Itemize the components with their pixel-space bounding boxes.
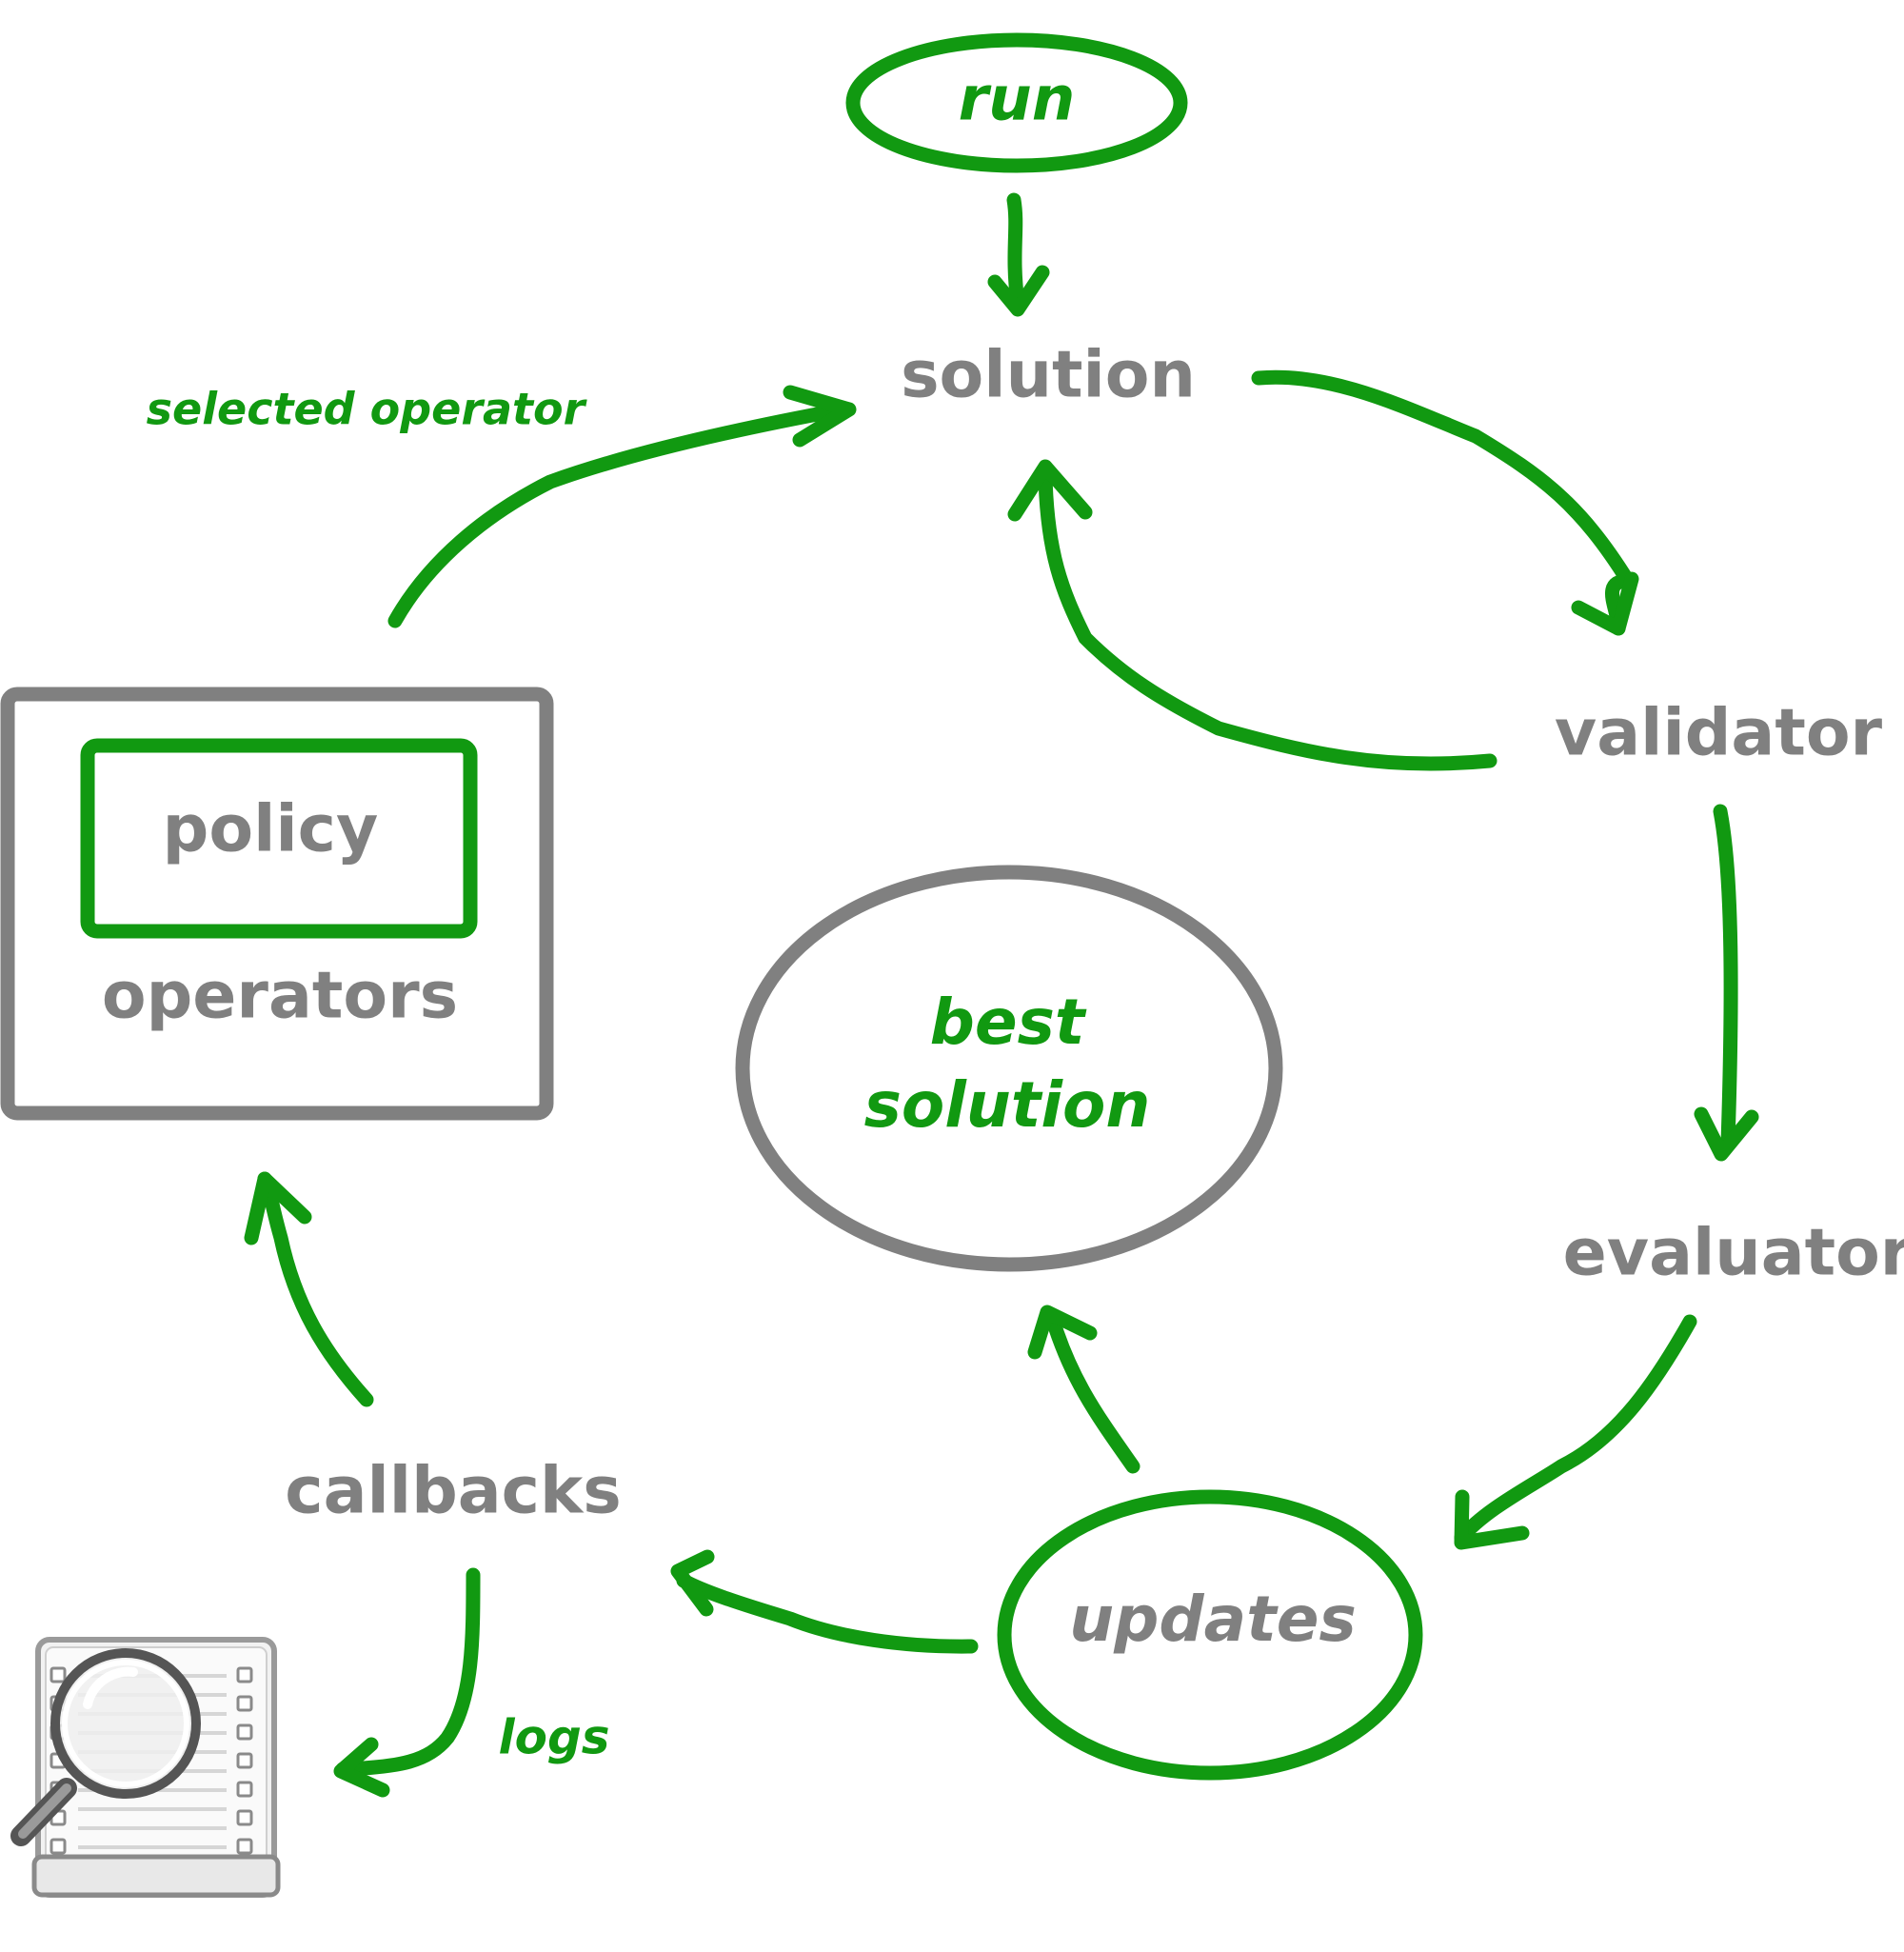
arrow-updates-to-callbacks (670, 1549, 979, 1654)
arrow-callbacks-to-operators (244, 1171, 374, 1407)
log-viewer-icon (10, 1637, 281, 1898)
arrow-operators-to-solution (387, 385, 857, 628)
policy-box (80, 738, 478, 939)
best-solution-ellipse (735, 865, 1283, 1272)
selected-operator-label: selected operator (147, 384, 588, 435)
validator-label: validator (1555, 696, 1883, 771)
logs-label: logs (498, 1710, 609, 1765)
operators-box (0, 687, 554, 1121)
arrow-validator-to-evaluator (1694, 804, 1759, 1162)
run-label: run (959, 65, 1076, 135)
updates-node-ellipse (997, 1489, 1423, 1781)
arrow-evaluator-to-updates (1454, 1314, 1697, 1550)
arrow-updates-to-best-solution (1027, 1305, 1140, 1474)
best-solution-label-line2: solution (864, 1068, 1151, 1142)
run-node-ellipse (845, 32, 1188, 173)
solution-label: solution (901, 338, 1196, 413)
magnifier-glass (10, 1648, 201, 1846)
arrow-callbacks-to-logs (333, 1567, 481, 1798)
arrow-run-to-solution (987, 192, 1050, 317)
policy-label: policy (163, 792, 379, 867)
callbacks-label: callbacks (285, 1454, 621, 1529)
evaluator-label: evaluator (1563, 1216, 1904, 1291)
updates-label: updates (1069, 1583, 1357, 1656)
arrow-validator-to-solution (1007, 459, 1497, 771)
operators-label: operators (102, 959, 458, 1034)
arrow-solution-to-validator (1251, 369, 1639, 636)
best-solution-label-line1: best (930, 986, 1087, 1059)
